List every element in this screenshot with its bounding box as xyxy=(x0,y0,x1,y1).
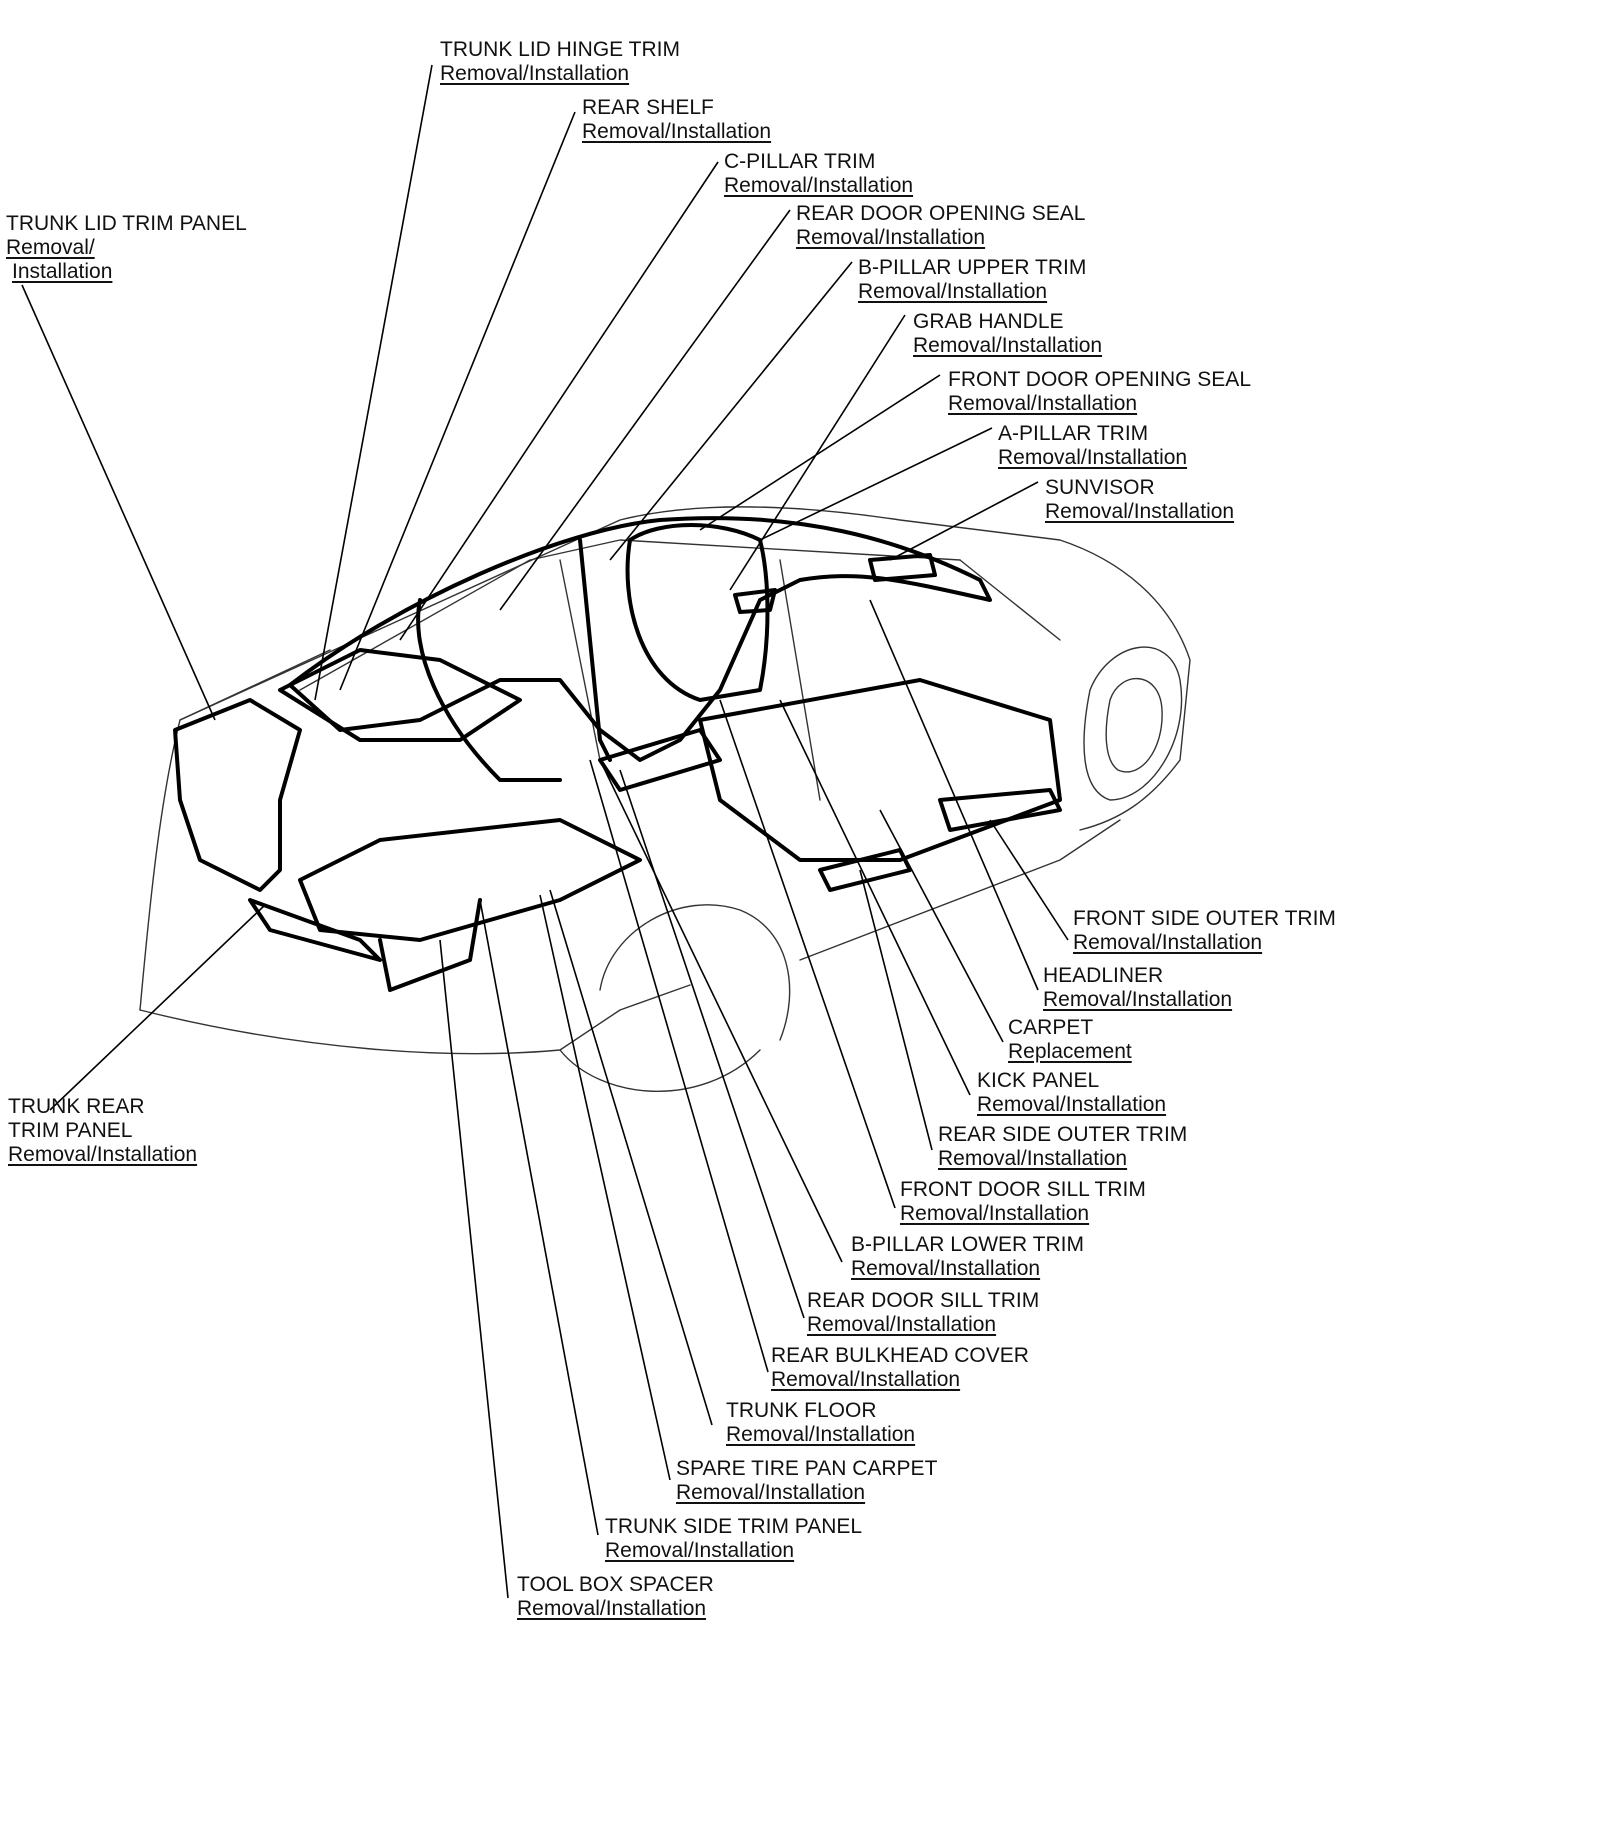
label-headliner: HEADLINER Removal/Installation xyxy=(1043,964,1232,1012)
label-name: KICK PANEL xyxy=(977,1069,1100,1092)
trunk-lid-trim-panel-link-line2[interactable]: Installation xyxy=(12,260,113,283)
label-name: GRAB HANDLE xyxy=(913,310,1064,333)
rear-side-outer-trim-part xyxy=(818,848,912,892)
front-side-outer-trim-link[interactable]: Removal/Installation xyxy=(1073,931,1263,954)
car-body-outline xyxy=(139,506,1191,1092)
headliner-link[interactable]: Removal/Installation xyxy=(1043,988,1233,1011)
trunk-side-trim-panel-link[interactable]: Removal/Installation xyxy=(605,1539,795,1562)
label-name: TOOL BOX SPACER xyxy=(517,1573,714,1596)
trunk-floor-part xyxy=(298,818,642,942)
a-pillar-trim-link[interactable]: Removal/Installation xyxy=(998,446,1188,469)
label-b-pillar-upper-trim: B-PILLAR UPPER TRIM Removal/Installation xyxy=(858,256,1086,304)
label-front-door-sill-trim: FRONT DOOR SILL TRIM Removal/Installatio… xyxy=(900,1178,1146,1226)
label-name: TRUNK LID HINGE TRIM xyxy=(440,38,680,61)
label-name: REAR DOOR SILL TRIM xyxy=(807,1289,1040,1312)
label-front-door-opening-seal: FRONT DOOR OPENING SEAL Removal/Installa… xyxy=(948,368,1251,416)
label-rear-door-sill-trim: REAR DOOR SILL TRIM Removal/Installation xyxy=(807,1289,1039,1337)
label-c-pillar-trim: C-PILLAR TRIM Removal/Installation xyxy=(724,150,913,198)
trunk-lid-trim-panel-part xyxy=(173,698,302,892)
label-rear-door-opening-seal: REAR DOOR OPENING SEAL Removal/Installat… xyxy=(796,202,1085,250)
grab-handle-link[interactable]: Removal/Installation xyxy=(913,334,1103,357)
label-name: TRUNK SIDE TRIM PANEL xyxy=(605,1515,863,1538)
b-pillar-upper-trim-link[interactable]: Removal/Installation xyxy=(858,280,1048,303)
trunk-rear-trim-panel-part xyxy=(248,898,382,962)
label-name: FRONT DOOR OPENING SEAL xyxy=(948,368,1251,391)
label-b-pillar-lower-trim: B-PILLAR LOWER TRIM Removal/Installation xyxy=(851,1233,1084,1281)
trunk-rear-trim-panel-link[interactable]: Removal/Installation xyxy=(8,1143,198,1166)
label-rear-bulkhead-cover: REAR BULKHEAD COVER Removal/Installation xyxy=(771,1344,1029,1392)
label-name: TRUNK LID TRIM PANEL xyxy=(6,212,247,235)
label-name: REAR SHELF xyxy=(582,96,714,119)
front-door-sill-trim-link[interactable]: Removal/Installation xyxy=(900,1202,1090,1225)
front-door-opening-seal-part xyxy=(625,523,770,702)
label-name: REAR SIDE OUTER TRIM xyxy=(938,1123,1188,1146)
label-name: TRUNK FLOOR xyxy=(726,1399,877,1422)
label-rear-shelf: REAR SHELF Removal/Installation xyxy=(582,96,771,144)
kick-panel-link[interactable]: Removal/Installation xyxy=(977,1093,1167,1116)
c-pillar-trim-part xyxy=(416,598,562,782)
label-name: CARPET xyxy=(1008,1016,1094,1039)
label-trunk-rear-trim-panel: TRUNK REAR TRIM PANEL Removal/Installati… xyxy=(8,1095,197,1167)
label-kick-panel: KICK PANEL Removal/Installation xyxy=(977,1069,1166,1117)
c-pillar-trim-link[interactable]: Removal/Installation xyxy=(724,174,914,197)
spare-tire-pan-carpet-link[interactable]: Removal/Installation xyxy=(676,1481,866,1504)
leader-lines xyxy=(21,64,1069,1599)
label-front-side-outer-trim: FRONT SIDE OUTER TRIM Removal/Installati… xyxy=(1073,907,1336,955)
grab-handle-part xyxy=(733,588,777,614)
label-name: A-PILLAR TRIM xyxy=(998,422,1149,445)
b-pillar-lower-trim-link[interactable]: Removal/Installation xyxy=(851,1257,1041,1280)
label-name: FRONT SIDE OUTER TRIM xyxy=(1073,907,1336,930)
label-grab-handle: GRAB HANDLE Removal/Installation xyxy=(913,310,1102,358)
label-name-line2: TRIM PANEL xyxy=(8,1119,133,1142)
sunvisor-link[interactable]: Removal/Installation xyxy=(1045,500,1235,523)
carpet-link[interactable]: Replacement xyxy=(1008,1040,1132,1063)
label-a-pillar-trim: A-PILLAR TRIM Removal/Installation xyxy=(998,422,1187,470)
label-sunvisor: SUNVISOR Removal/Installation xyxy=(1045,476,1234,524)
trunk-lid-trim-panel-link[interactable]: Removal/ xyxy=(6,236,95,259)
rear-door-sill-trim-part xyxy=(598,728,722,792)
rear-door-sill-trim-link[interactable]: Removal/Installation xyxy=(807,1313,997,1336)
label-name: HEADLINER xyxy=(1043,964,1164,987)
label-carpet: CARPET Replacement xyxy=(1008,1016,1132,1064)
label-name: C-PILLAR TRIM xyxy=(724,150,876,173)
label-name: REAR DOOR OPENING SEAL xyxy=(796,202,1086,225)
rear-bulkhead-cover-link[interactable]: Removal/Installation xyxy=(771,1368,961,1391)
front-door-opening-seal-link[interactable]: Removal/Installation xyxy=(948,392,1138,415)
label-trunk-floor: TRUNK FLOOR Removal/Installation xyxy=(726,1399,915,1447)
label-name: B-PILLAR UPPER TRIM xyxy=(858,256,1087,279)
b-pillar-trim-part xyxy=(578,538,612,762)
rear-shelf-link[interactable]: Removal/Installation xyxy=(582,120,772,143)
label-trunk-lid-trim-panel: TRUNK LID TRIM PANEL Removal/ Installati… xyxy=(6,212,247,284)
carpet-part xyxy=(698,678,1062,862)
label-name: SUNVISOR xyxy=(1045,476,1155,499)
label-name-line1: TRUNK REAR xyxy=(8,1095,145,1118)
front-side-outer-trim-part xyxy=(938,788,1062,832)
headliner-part xyxy=(288,516,992,762)
rear-shelf-part xyxy=(278,648,522,742)
trunk-floor-link[interactable]: Removal/Installation xyxy=(726,1423,916,1446)
label-spare-tire-pan-carpet: SPARE TIRE PAN CARPET Removal/Installati… xyxy=(676,1457,937,1505)
rear-side-outer-trim-link[interactable]: Removal/Installation xyxy=(938,1147,1128,1170)
tool-box-spacer-link[interactable]: Removal/Installation xyxy=(517,1597,707,1620)
label-name: B-PILLAR LOWER TRIM xyxy=(851,1233,1084,1256)
label-trunk-side-trim-panel: TRUNK SIDE TRIM PANEL Removal/Installati… xyxy=(605,1515,862,1563)
trunk-side-trim-panel-part xyxy=(378,898,482,992)
label-trunk-lid-hinge-trim: TRUNK LID HINGE TRIM Removal/Installatio… xyxy=(440,38,680,86)
sunvisor-part xyxy=(868,553,937,582)
label-tool-box-spacer: TOOL BOX SPACER Removal/Installation xyxy=(517,1573,714,1621)
trunk-lid-hinge-trim-link[interactable]: Removal/Installation xyxy=(440,62,630,85)
label-rear-side-outer-trim: REAR SIDE OUTER TRIM Removal/Installatio… xyxy=(938,1123,1187,1171)
label-name: FRONT DOOR SILL TRIM xyxy=(900,1178,1146,1201)
trim-parts xyxy=(173,516,1062,992)
label-name: SPARE TIRE PAN CARPET xyxy=(676,1457,938,1480)
rear-door-opening-seal-link[interactable]: Removal/Installation xyxy=(796,226,986,249)
label-name: REAR BULKHEAD COVER xyxy=(771,1344,1029,1367)
